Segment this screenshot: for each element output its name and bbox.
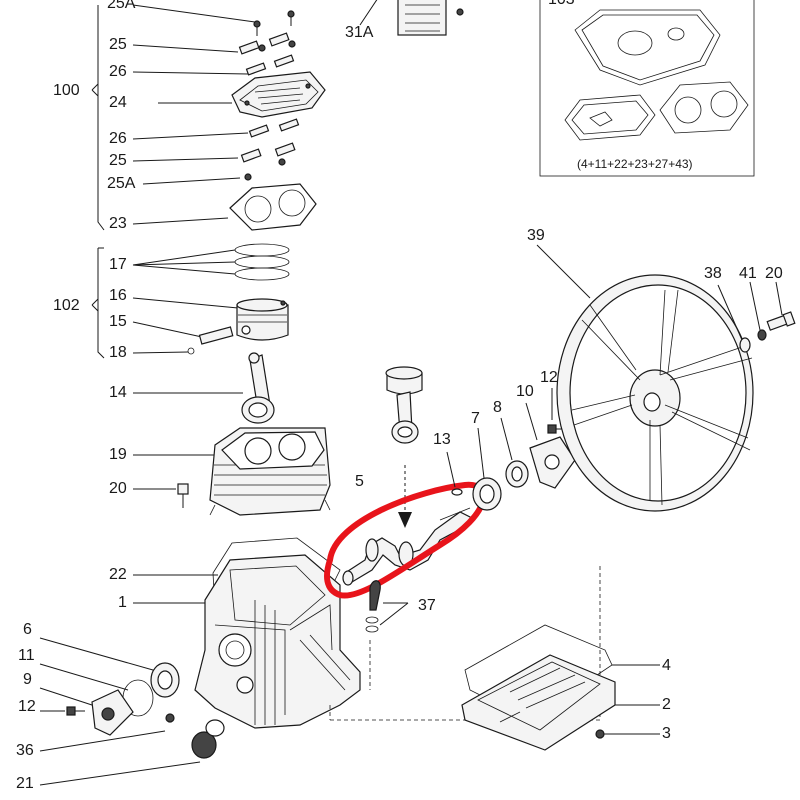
label-100: 100 <box>53 82 80 99</box>
label-3: 3 <box>662 725 671 742</box>
part-8-seal <box>500 417 529 488</box>
label-25A-top: 25A <box>107 0 136 12</box>
highlight-circle <box>324 481 487 599</box>
label-7: 7 <box>471 410 480 427</box>
label-19: 19 <box>109 446 127 463</box>
part-14-connecting-rod <box>241 352 275 424</box>
label-8: 8 <box>493 399 502 416</box>
part-12-screw-left <box>66 706 85 716</box>
label-18: 18 <box>109 344 127 361</box>
label-5: 5 <box>355 473 364 490</box>
label-26-b: 26 <box>109 130 127 147</box>
label-12-right: 12 <box>540 369 558 386</box>
part-41-lock-washer <box>749 281 767 341</box>
label-41: 41 <box>739 265 757 282</box>
part-23-gasket <box>229 183 317 231</box>
label-38: 38 <box>704 265 722 282</box>
part-piston-assembly-upper <box>385 366 423 444</box>
label-21: 21 <box>16 775 34 792</box>
part-25-26-clips-bottom <box>240 118 300 181</box>
kit-box <box>539 0 755 177</box>
label-2: 2 <box>662 696 671 713</box>
part-7-bearing <box>472 427 502 511</box>
part-1-crankcase <box>194 554 361 729</box>
label-24: 24 <box>109 94 127 111</box>
label-16: 16 <box>109 287 127 304</box>
label-25-b: 25 <box>109 152 127 169</box>
part-21-sight-glass <box>191 719 225 759</box>
label-25-a: 25 <box>109 36 127 53</box>
kit-gasket-valve <box>564 94 656 141</box>
label-37: 37 <box>418 597 436 614</box>
part-38-washer <box>717 284 751 353</box>
part-20-bolt-left <box>177 483 189 508</box>
label-12-left: 12 <box>18 698 36 715</box>
label-10: 10 <box>516 383 534 400</box>
part-4-gasket <box>464 624 660 721</box>
label-39: 39 <box>527 227 545 244</box>
kit-gasket-head <box>659 81 749 134</box>
part-6-bearing <box>150 662 180 698</box>
label-13: 13 <box>433 431 451 448</box>
label-17: 17 <box>109 256 127 273</box>
label-11: 11 <box>18 647 35 664</box>
label-1: 1 <box>118 594 127 611</box>
label-22: 22 <box>109 566 127 583</box>
part-31A-valve-stack <box>359 0 464 36</box>
part-13-key <box>446 451 463 496</box>
part-17-piston-rings <box>234 243 290 281</box>
label-4: 4 <box>662 657 671 674</box>
part-25A-screws-top <box>253 10 295 36</box>
bracket-100 <box>97 5 105 231</box>
bracket-102 <box>97 248 105 359</box>
label-103: 103 <box>548 0 575 8</box>
part-19-cylinder <box>209 427 331 516</box>
part-12-screw-right <box>547 388 566 434</box>
part-36-plug <box>165 713 175 723</box>
part-25-26-clips-top <box>238 32 296 76</box>
part-37-breather <box>365 580 409 633</box>
kit-gasket-large <box>574 9 721 86</box>
label-23: 23 <box>109 215 127 232</box>
label-15: 15 <box>109 313 127 330</box>
label-9: 9 <box>23 671 32 688</box>
label-20-left: 20 <box>109 480 127 497</box>
label-6: 6 <box>23 621 32 638</box>
label-14: 14 <box>109 384 127 401</box>
label-102: 102 <box>53 297 80 314</box>
label-20-right: 20 <box>765 265 783 282</box>
part-15-piston-pin <box>198 326 234 345</box>
part-18-circlip <box>187 347 195 355</box>
label-25A-b: 25A <box>107 175 136 192</box>
part-2-bottom-cover <box>461 654 660 751</box>
part-24-valve-plate <box>231 71 326 118</box>
label-31A: 31A <box>345 24 374 41</box>
part-3-screw <box>595 729 660 739</box>
part-9-cover <box>91 689 134 736</box>
part-arrow-down <box>398 465 412 528</box>
part-20-bolt-right <box>766 281 796 331</box>
label-26-a: 26 <box>109 63 127 80</box>
part-39-flywheel <box>536 244 754 512</box>
label-36: 36 <box>16 742 34 759</box>
part-16-piston <box>236 298 289 341</box>
part-10-cover <box>525 402 576 489</box>
kit-caption: (4+11+22+23+27+43) <box>577 157 693 171</box>
